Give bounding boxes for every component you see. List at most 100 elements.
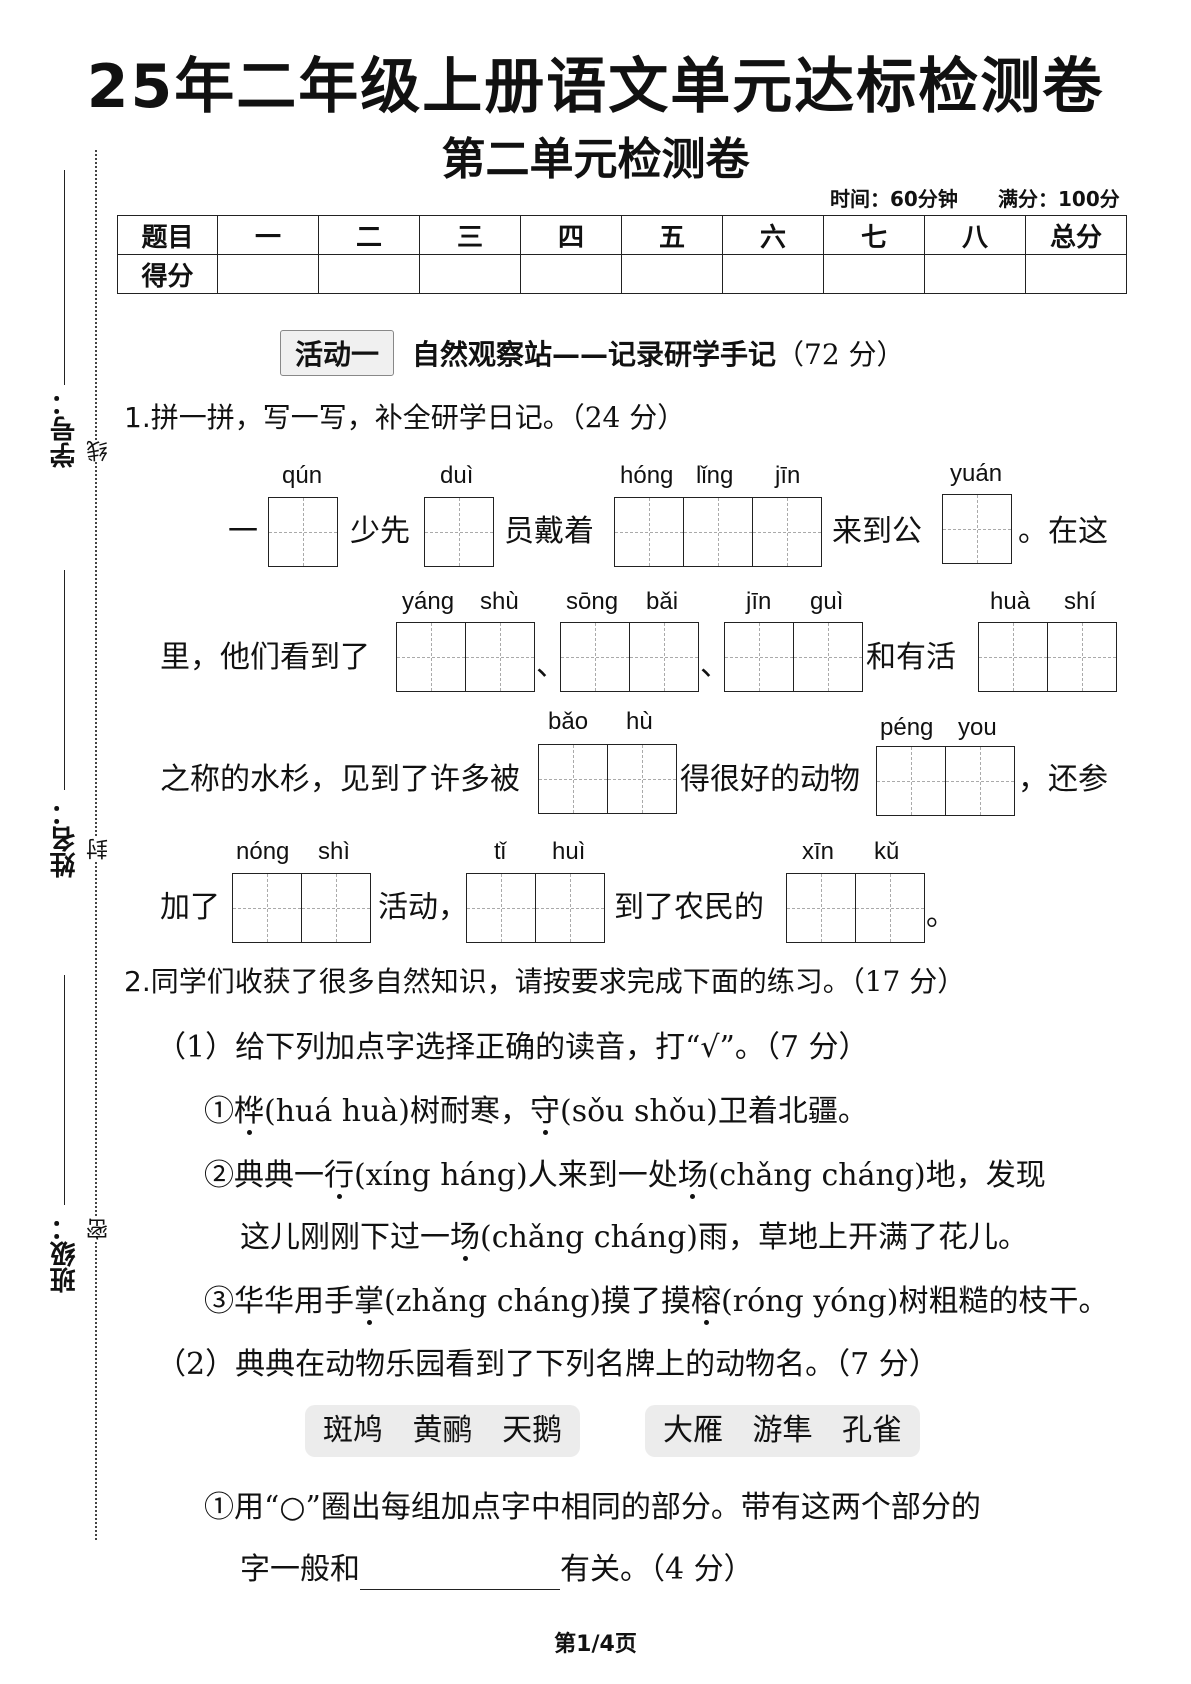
grid-cell[interactable] bbox=[608, 745, 676, 813]
pinyin: duì bbox=[440, 462, 474, 489]
grid-cell[interactable] bbox=[561, 623, 630, 691]
diary-text: 。在这 bbox=[1018, 514, 1108, 549]
animal-nameplate-group-2: 大雁 游隼 孔雀 bbox=[645, 1405, 921, 1457]
grid-cell[interactable] bbox=[877, 747, 946, 815]
answer-grid-baohu[interactable] bbox=[538, 744, 677, 814]
animal-name: 黄鹂 bbox=[412, 1413, 473, 1448]
item-text: 人来到一处 bbox=[527, 1158, 678, 1193]
animal-name: 孔雀 bbox=[842, 1413, 903, 1448]
grid-cell[interactable] bbox=[1048, 623, 1116, 691]
exam-title: 25年二年级上册语文单元达标检测卷 bbox=[86, 52, 1105, 122]
pronunciation-item-2: ②典典一行(xíng háng)人来到一处场(chǎng cháng)地，发现 bbox=[204, 1156, 1046, 1196]
dotted-char: 场 bbox=[677, 1158, 708, 1193]
answer-grid-xinku[interactable] bbox=[786, 873, 925, 943]
score-input-cell[interactable] bbox=[217, 254, 319, 294]
table-cell: 总分 bbox=[1025, 215, 1127, 255]
answer-grid-songbai[interactable] bbox=[560, 622, 699, 692]
grid-cell[interactable] bbox=[467, 874, 536, 942]
grid-cell[interactable] bbox=[615, 498, 684, 566]
answer-grid-qun[interactable] bbox=[268, 497, 338, 567]
circle-question-line-2: 字一般和有关。（4 分） bbox=[240, 1550, 754, 1590]
item-text: 华华用手 bbox=[234, 1284, 354, 1319]
pinyin: jīn bbox=[775, 462, 801, 489]
grid-cell[interactable] bbox=[466, 623, 534, 691]
grid-cell[interactable] bbox=[946, 747, 1014, 815]
pinyin-options[interactable]: (huá huà) bbox=[264, 1094, 411, 1129]
pinyin: shí bbox=[1064, 588, 1097, 615]
score-input-cell[interactable] bbox=[722, 254, 824, 294]
diary-text: 员戴着 bbox=[504, 514, 594, 549]
grid-cell[interactable] bbox=[943, 495, 1011, 563]
diary-text: 来到公 bbox=[832, 514, 922, 549]
full-score: 满分：100分 bbox=[998, 187, 1120, 211]
item-text: 地，发现 bbox=[925, 1158, 1046, 1193]
grid-cell[interactable] bbox=[856, 874, 924, 942]
binding-mark-feng: 封 bbox=[84, 838, 116, 860]
class-line[interactable] bbox=[64, 975, 65, 1205]
grid-cell[interactable] bbox=[269, 498, 337, 566]
answer-grid-dui[interactable] bbox=[424, 497, 494, 567]
question-1-text: 1.拼一拼，写一写，补全研学日记。 bbox=[124, 401, 571, 434]
diary-text: 得很好的动物 bbox=[680, 762, 860, 797]
pinyin-options[interactable]: (zhǎng cháng) bbox=[384, 1284, 602, 1319]
score-input-cell[interactable] bbox=[924, 254, 1026, 294]
grid-cell[interactable] bbox=[794, 623, 862, 691]
pinyin-options[interactable]: (chǎng cháng) bbox=[707, 1158, 926, 1193]
score-table-score-row: 得分 bbox=[117, 254, 1127, 294]
grid-cell[interactable] bbox=[425, 498, 493, 566]
score-table-header-row: 题目 一 二 三 四 五 六 七 八 总分 bbox=[117, 215, 1127, 255]
name-line[interactable] bbox=[64, 570, 65, 790]
dotted-char: 守 bbox=[530, 1094, 561, 1129]
pinyin: qún bbox=[282, 462, 323, 489]
grid-cell[interactable] bbox=[787, 874, 856, 942]
grid-cell[interactable] bbox=[753, 498, 821, 566]
answer-grid-huashi[interactable] bbox=[978, 622, 1117, 692]
table-cell: 八 bbox=[924, 215, 1026, 255]
grid-cell[interactable] bbox=[725, 623, 794, 691]
item-text: 这儿刚刚下过一 bbox=[240, 1220, 450, 1255]
sub-question-1: （1）给下列加点字选择正确的读音，打“√”。（7 分） bbox=[156, 1030, 869, 1065]
question-2-points: （17 分） bbox=[850, 965, 966, 998]
pinyin: lǐng bbox=[696, 462, 734, 489]
item-number: ① bbox=[204, 1094, 234, 1129]
answer-grid-honglingjin[interactable] bbox=[614, 497, 822, 567]
student-id-line[interactable] bbox=[64, 170, 65, 385]
pinyin-options[interactable]: (chǎng cháng) bbox=[480, 1220, 699, 1255]
answer-grid-nongshi[interactable] bbox=[232, 873, 371, 943]
pronunciation-item-2-cont: 这儿刚刚下过一场(chǎng cháng)雨，草地上开满了花儿。 bbox=[240, 1218, 1028, 1258]
score-input-cell[interactable] bbox=[621, 254, 723, 294]
score-input-cell[interactable] bbox=[823, 254, 925, 294]
pinyin: guì bbox=[810, 588, 844, 615]
grid-cell[interactable] bbox=[539, 745, 608, 813]
grid-cell[interactable] bbox=[630, 623, 698, 691]
answer-grid-jingui[interactable] bbox=[724, 622, 863, 692]
diary-text: 到了农民的 bbox=[614, 890, 764, 925]
score-input-cell[interactable] bbox=[1025, 254, 1127, 294]
score-input-cell[interactable] bbox=[419, 254, 521, 294]
diary-text: 少先 bbox=[350, 514, 410, 549]
pinyin: shì bbox=[318, 838, 351, 865]
answer-grid-tihui[interactable] bbox=[466, 873, 605, 943]
grid-cell[interactable] bbox=[233, 874, 302, 942]
score-input-cell[interactable] bbox=[318, 254, 420, 294]
pinyin-options[interactable]: (róng yóng) bbox=[721, 1284, 899, 1319]
pinyin-options[interactable]: (sǒu shǒu) bbox=[560, 1094, 718, 1129]
diary-text: 、 bbox=[536, 648, 566, 683]
table-cell: 三 bbox=[419, 215, 521, 255]
grid-cell[interactable] bbox=[979, 623, 1048, 691]
fill-blank[interactable] bbox=[360, 1559, 560, 1590]
grid-cell[interactable] bbox=[302, 874, 370, 942]
animal-name: 大雁 bbox=[663, 1413, 723, 1448]
pinyin: you bbox=[958, 714, 997, 741]
answer-grid-yangshu[interactable] bbox=[396, 622, 535, 692]
answer-grid-yuan[interactable] bbox=[942, 494, 1012, 564]
answer-grid-pengyou[interactable] bbox=[876, 746, 1015, 816]
item-text: 树粗糙的枝干。 bbox=[898, 1284, 1109, 1319]
score-input-cell[interactable] bbox=[520, 254, 622, 294]
dotted-char: 场 bbox=[450, 1220, 480, 1255]
grid-cell[interactable] bbox=[397, 623, 466, 691]
grid-cell[interactable] bbox=[536, 874, 604, 942]
pinyin-options[interactable]: (xíng háng) bbox=[354, 1158, 528, 1193]
grid-cell[interactable] bbox=[684, 498, 753, 566]
activity-points: （72 分） bbox=[776, 338, 905, 371]
